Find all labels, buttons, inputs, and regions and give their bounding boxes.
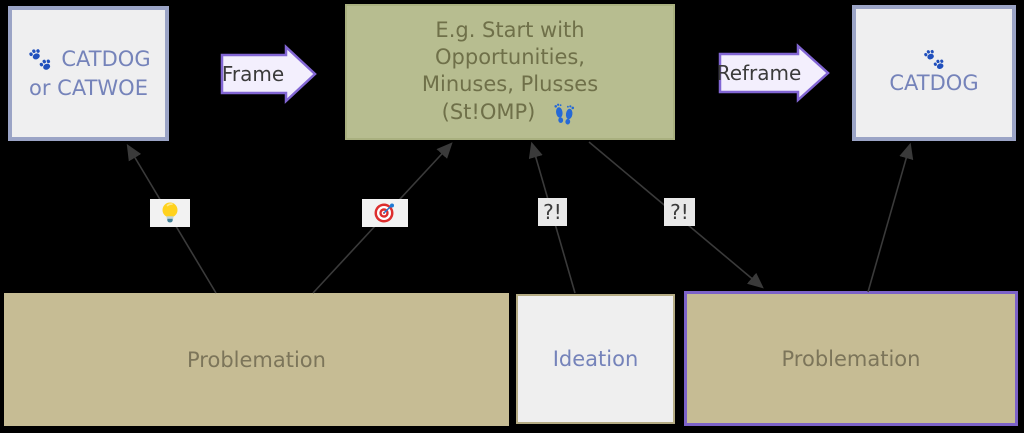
problemation-left-label: Problemation [187, 347, 326, 372]
light-bulb-connector-label [150, 199, 190, 227]
reframe-block-arrow [718, 43, 830, 103]
stomp-line-3: Minuses, Plusses [421, 72, 599, 96]
footprints-icon [554, 103, 575, 125]
catdog-catwoe-box: CATDOG or CATWOE [8, 6, 169, 141]
stomp-line-1: E.g. Start with [435, 18, 585, 42]
stomp-line-2: Opportunities, [435, 45, 585, 69]
catdog-box: CATDOG [852, 5, 1016, 141]
ideation-label: Ideation [552, 347, 639, 371]
question-exclaim-label-2: ?! [664, 198, 695, 226]
dart-target-connector-label [362, 199, 408, 227]
stomp-line-4: (St!OMP) [442, 98, 579, 127]
question-exclaim-label-1: ?! [538, 198, 567, 226]
frame-arrow-label: Frame [221, 62, 285, 86]
stomp-line-4-text: (St!OMP) [441, 100, 536, 124]
connector-problemation-to-catdog [867, 142, 914, 293]
frame-block-arrow [220, 44, 317, 104]
light-bulb-icon [162, 202, 178, 223]
catdog-catwoe-text-2: or CATWOE [29, 75, 148, 100]
dart-target-icon [374, 203, 394, 223]
ideation-box: Ideation [516, 294, 675, 424]
stomp-box: E.g. Start with Opportunities, Minuses, … [345, 4, 675, 140]
paw-prints-icon [29, 48, 51, 70]
catdog-catwoe-line1: CATDOG [26, 45, 151, 74]
paw-prints-icon [923, 49, 943, 70]
reframe-arrow-label: Reframe [716, 61, 802, 85]
problemation-right-label: Problemation [781, 346, 921, 371]
problemation-right-box: Problemation [684, 291, 1018, 426]
catdog-catwoe-text-1: CATDOG [61, 46, 151, 71]
catdog-text: CATDOG [889, 71, 979, 96]
problemation-left-box: Problemation [4, 293, 509, 426]
